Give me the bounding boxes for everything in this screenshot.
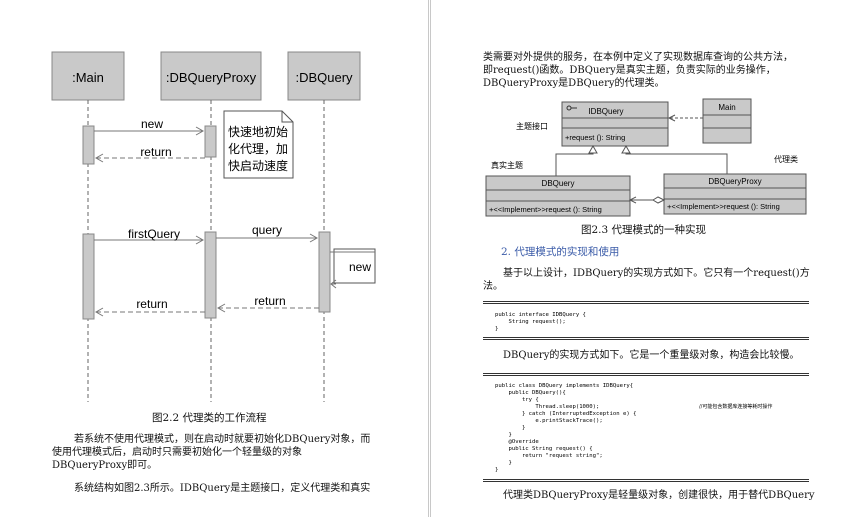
message-return-label-2: return bbox=[254, 294, 285, 308]
code-2-line: @Override bbox=[495, 439, 539, 445]
paragraph-2: 系统结构如图2.3所示。IDBQuery是主题接口，定义代理类和真实 bbox=[74, 483, 371, 494]
code-2-line: try { bbox=[495, 397, 539, 403]
intro-line-1: 类需要对外提供的服务，在本例中定义了实现数据库查询的公共方法， bbox=[483, 52, 793, 63]
left-page: :Main :DBQueryProxy :DBQuery new r bbox=[0, 0, 429, 517]
lifeline-dbquery-label: :DBQuery bbox=[295, 70, 353, 85]
code-1-line: public interface IDBQuery { bbox=[495, 312, 586, 318]
message-return-label-1: return bbox=[140, 145, 171, 159]
label-real-subject: 真实主题 bbox=[491, 160, 523, 170]
label-subject-interface: 主题接口 bbox=[516, 121, 548, 131]
class-idbquery-name: IDBQuery bbox=[588, 107, 623, 116]
paragraph-1-line-1: 基于以上设计，IDBQuery的实现方式如下。它只有一个request()方 bbox=[503, 268, 810, 279]
class-dbquery: DBQuery +<<Implement>>request (): String bbox=[485, 175, 631, 217]
activation-proxy-1 bbox=[204, 125, 217, 158]
code-block-1: public interface IDBQuery { String reque… bbox=[483, 301, 809, 340]
paragraph-1-line-1: 若系统不使用代理模式，则在启动时就要初始化DBQuery对象，而 bbox=[74, 434, 371, 445]
intro-line-3: DBQueryProxy是DBQuery的代理类。 bbox=[483, 78, 665, 89]
class-dbquery-name: DBQuery bbox=[542, 179, 575, 188]
class-diagram: IDBQuery +request (): String Main 主题接口 真… bbox=[485, 98, 807, 217]
intro-line-2: 即request()函数。DBQuery是真实主题，负责实际的业务操作， bbox=[483, 65, 776, 76]
message-firstquery: firstQuery bbox=[94, 227, 205, 245]
lifeline-main-label: :Main bbox=[72, 70, 104, 85]
code-2-line: Thread.sleep(1000); bbox=[495, 404, 600, 410]
realization-dbquery bbox=[555, 148, 594, 176]
code-2-comment: //可能包含数据库连接等耗时操作 bbox=[699, 404, 773, 410]
message-new-label: new bbox=[141, 117, 163, 131]
activation-dbquery bbox=[318, 231, 331, 313]
code-2-line: } bbox=[495, 460, 512, 466]
message-new-1: new bbox=[94, 117, 205, 136]
code-2-line: public DBQuery(){ bbox=[495, 390, 566, 396]
paragraph-3: 代理类DBQueryProxy是轻量级对象，创建很快，用于替代DBQuery bbox=[503, 490, 815, 501]
message-return-1: return bbox=[94, 145, 205, 163]
activation-main-1 bbox=[82, 125, 95, 165]
sequence-diagram: :Main :DBQueryProxy :DBQuery new r bbox=[51, 51, 376, 402]
activation-proxy-2 bbox=[204, 231, 217, 319]
note-fast-init: 快速地初始 化代理，加 快启动速度 bbox=[223, 110, 294, 179]
code-2-line: public String request() { bbox=[495, 446, 593, 452]
figure-caption-2-2: 图2.2 代理类的工作流程 bbox=[152, 412, 267, 424]
message-return-2: return bbox=[216, 294, 319, 313]
realization-proxy bbox=[625, 148, 728, 174]
code-block-2: public class DBQuery implements IDBQuery… bbox=[483, 373, 809, 482]
code-1-line: } bbox=[495, 326, 499, 332]
code-2-line: } catch (InterruptedException e) { bbox=[495, 411, 637, 417]
class-dbqueryproxy-method: +<<Implement>>request (): String bbox=[667, 202, 780, 211]
right-page: 类需要对外提供的服务，在本例中定义了实现数据库查询的公共方法， 即request… bbox=[430, 0, 860, 517]
message-query: query bbox=[216, 223, 319, 243]
message-query-label: query bbox=[252, 223, 282, 237]
note-line-2: 化代理，加 bbox=[228, 142, 288, 156]
code-2-line: e.printStackTrace(); bbox=[495, 418, 603, 424]
section-heading: 2. 代理模式的实现和使用 bbox=[501, 246, 620, 258]
code-2-line: } bbox=[495, 432, 512, 438]
figure-caption-2-3: 图2.3 代理模式的一种实现 bbox=[581, 224, 707, 236]
class-main-name: Main bbox=[718, 103, 735, 112]
message-new-self: new bbox=[330, 248, 376, 289]
code-2-line: } bbox=[495, 425, 526, 431]
code-2-line: } bbox=[495, 467, 499, 473]
lifeline-main: :Main bbox=[51, 51, 125, 101]
paragraph-1-line-2: 法。 bbox=[483, 281, 503, 292]
lifeline-proxy: :DBQueryProxy bbox=[160, 51, 262, 101]
paragraph-1-line-3: DBQueryProxy即可。 bbox=[52, 460, 158, 471]
message-firstquery-label: firstQuery bbox=[128, 227, 180, 241]
note-line-3: 快启动速度 bbox=[228, 158, 288, 173]
code-2-line: public class DBQuery implements IDBQuery… bbox=[495, 383, 634, 389]
lifeline-dbquery: :DBQuery bbox=[287, 51, 361, 101]
paragraph-2: DBQuery的实现方式如下。它是一个重量级对象，构造会比较慢。 bbox=[503, 350, 800, 361]
note-line-1: 快速地初始 bbox=[228, 125, 288, 139]
class-main: Main bbox=[702, 98, 752, 144]
code-1-line: String request(); bbox=[495, 319, 566, 325]
class-idbquery: IDBQuery +request (): String bbox=[561, 101, 669, 147]
class-idbquery-method: +request (): String bbox=[565, 133, 625, 142]
message-return-label-3: return bbox=[136, 297, 167, 311]
activation-main-2 bbox=[82, 233, 95, 320]
message-new-self-label: new bbox=[349, 260, 371, 274]
paragraph-1-line-2: 使用代理模式后，启动时只需要初始化一个轻量级的对象 bbox=[52, 447, 302, 458]
label-proxy-class: 代理类 bbox=[774, 154, 798, 164]
code-2-line: return "request string"; bbox=[495, 453, 603, 459]
class-dbquery-method: +<<Implement>>request (): String bbox=[489, 205, 602, 214]
lifeline-proxy-label: :DBQueryProxy bbox=[166, 70, 257, 85]
class-dbqueryproxy-name: DBQueryProxy bbox=[708, 177, 761, 186]
message-return-3: return bbox=[94, 297, 205, 317]
class-dbqueryproxy: DBQueryProxy +<<Implement>>request (): S… bbox=[663, 173, 807, 215]
